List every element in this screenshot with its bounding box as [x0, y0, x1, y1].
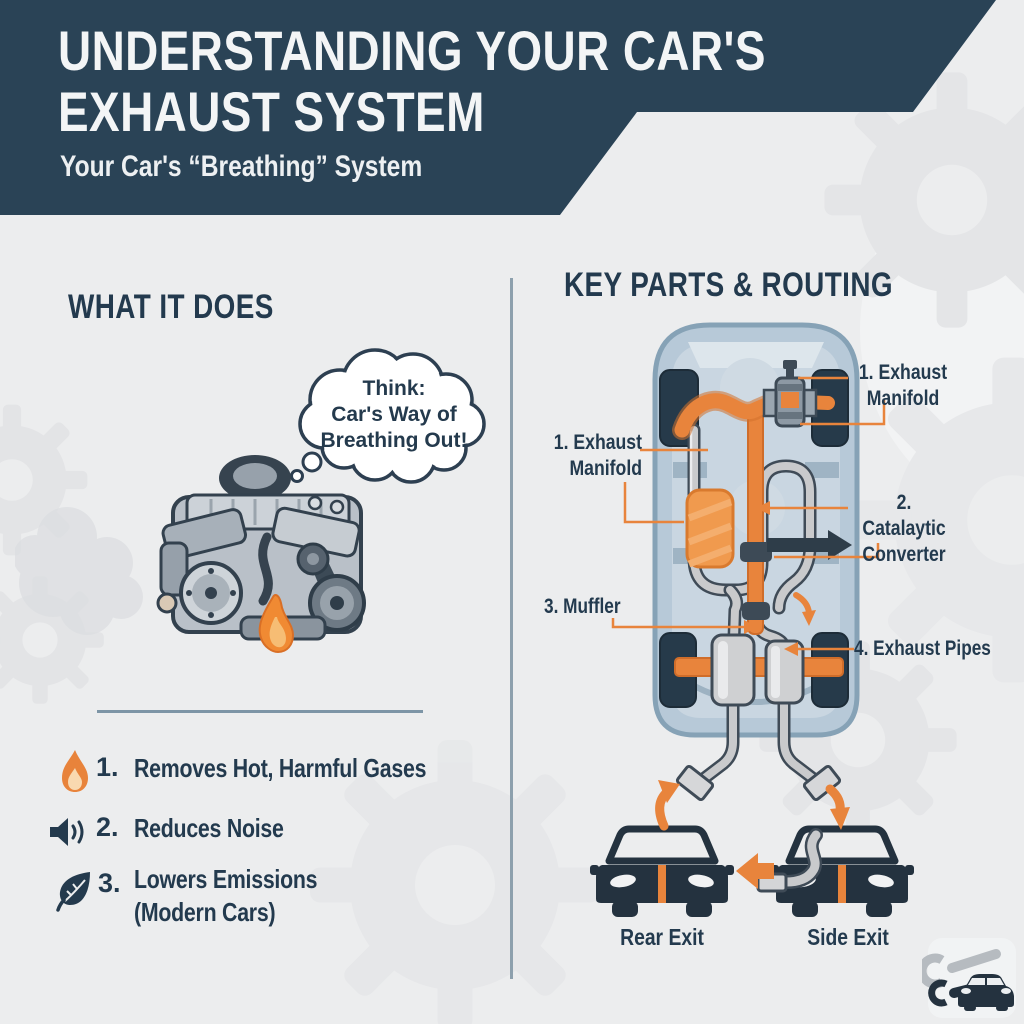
benefit-text-line1: Lowers Emissions	[134, 864, 318, 894]
bubble-text-line2: Car's Way of	[331, 403, 458, 426]
engine-illustration	[15, 455, 366, 654]
label-catalytic-converter: 2. Catalaytic Converter	[857, 490, 951, 568]
flame-icon	[62, 750, 88, 792]
benefit-number: 3.	[98, 868, 121, 898]
pipe-coupler-upper	[740, 542, 772, 562]
benefit-text: Reduces Noise	[134, 813, 284, 843]
page-subtitle: Your Car's “Breathing” System	[60, 150, 423, 183]
pipe-coupler-lower	[742, 602, 770, 620]
caption-rear-exit: Rear Exit	[620, 924, 704, 950]
label-connectors	[611, 376, 886, 656]
engine-hose	[258, 532, 273, 606]
tailpipe-tip-left	[675, 764, 715, 802]
converter-box	[685, 488, 735, 569]
muffler-left	[710, 633, 756, 707]
benefit-number: 1.	[96, 752, 119, 782]
bubble-trail-dot-large	[301, 451, 323, 473]
header-banner: UNDERSTANDING YOUR CAR'S EXHAUST SYSTEM …	[0, 0, 996, 215]
rear-axle	[674, 657, 844, 677]
manifold-assembly	[672, 360, 835, 440]
left-section-divider	[97, 710, 423, 713]
bubble-text-line1: Think:	[363, 377, 426, 400]
benefit-text-line2: (Modern Cars)	[134, 897, 276, 927]
speaker-icon	[50, 818, 84, 846]
benefit-text: Removes Hot, Harmful Gases	[134, 753, 427, 783]
arrow-down-to-side-car	[825, 784, 850, 830]
arrow-left-between-cars	[736, 853, 774, 889]
label-exhaust-pipes: 4. Exhaust Pipes	[854, 637, 991, 660]
label-line: Manifold	[866, 387, 940, 410]
page-title: UNDERSTANDING YOUR CAR'S EXHAUST SYSTEM	[58, 20, 766, 142]
right-heading: KEY PARTS & ROUTING	[564, 266, 893, 304]
resonator-right	[764, 639, 805, 705]
thought-bubble: Think: Car's Way of Breathing Out!	[290, 348, 486, 484]
smoke-puffs	[15, 507, 143, 635]
label-line: 1. Exhaust	[858, 361, 948, 384]
arrow-up-to-rear-tip	[655, 780, 680, 831]
label-line: 1. Exhaust	[553, 431, 642, 454]
label-line: 2. Catalaytic	[862, 491, 946, 540]
leaf-icon	[56, 872, 90, 912]
page-title-line2: EXHAUST SYSTEM	[58, 80, 485, 143]
label-exhaust-manifold-top: 1. Exhaust Manifold	[857, 360, 949, 412]
logo-car-icon	[958, 974, 1014, 1011]
curve-arrow-small	[793, 592, 816, 626]
car-side-exit	[770, 829, 914, 917]
bubble-trail-dot-small	[290, 469, 304, 483]
brand-logo	[922, 938, 1016, 1018]
page-title-line1: UNDERSTANDING YOUR CAR'S	[58, 19, 766, 82]
caption-side-exit: Side Exit	[807, 924, 889, 950]
benefit-number: 2.	[96, 812, 119, 842]
orange-downpipe	[747, 407, 764, 635]
car-rear-exit	[590, 829, 734, 917]
label-muffler: 3. Muffler	[544, 595, 621, 618]
bubble-text-line3: Breathing Out!	[321, 429, 468, 452]
side-exit-pipe	[756, 828, 823, 893]
exhaust-routing-diagram	[512, 322, 1024, 995]
label-exhaust-manifold-left: 1. Exhaust Manifold	[553, 430, 642, 482]
label-line: Converter	[862, 543, 946, 566]
label-line: Manifold	[569, 457, 642, 480]
left-heading: WHAT IT DOES	[68, 288, 274, 326]
column-divider	[510, 278, 513, 979]
flow-arrow	[767, 530, 852, 560]
